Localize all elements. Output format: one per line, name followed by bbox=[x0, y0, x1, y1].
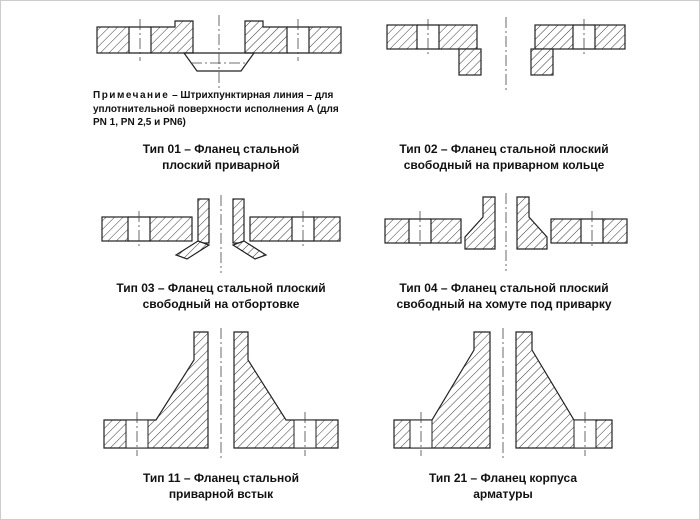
figure-type-11 bbox=[96, 326, 346, 464]
caption-line: Тип 04 – Фланец стальной плоский bbox=[399, 281, 609, 295]
figure-type-04 bbox=[379, 191, 634, 275]
caption-line: Тип 11 – Фланец стальной bbox=[143, 471, 299, 485]
flange-section-type-11-drawing bbox=[103, 328, 339, 460]
caption-line: свободный на хомуте под приварку bbox=[396, 297, 612, 312]
caption-type-04: Тип 04 – Фланец стальной плоский свободн… bbox=[369, 280, 639, 312]
caption-line: свободный на отбортовке bbox=[142, 297, 300, 312]
caption-line: Тип 03 – Фланец стальной плоский bbox=[116, 281, 326, 295]
flange-section-type-21-drawing bbox=[393, 328, 613, 460]
flange-section-type-04-drawing bbox=[384, 193, 628, 271]
figure-type-02 bbox=[381, 15, 631, 95]
flange-section-type-01-drawing bbox=[96, 15, 342, 89]
flange-section-type-02-drawing bbox=[386, 17, 626, 91]
figure-type-21 bbox=[386, 326, 621, 464]
caption-type-21: Тип 21 – Фланец корпуса арматуры bbox=[373, 470, 633, 502]
caption-line: Тип 01 – Фланец стальной bbox=[142, 142, 300, 156]
figure-type-01 bbox=[89, 13, 349, 93]
caption-line: Тип 21 – Фланец корпуса bbox=[428, 471, 578, 485]
note-label: Примечание bbox=[93, 90, 170, 101]
caption-type-11: Тип 11 – Фланец стальной приварной встык bbox=[91, 470, 351, 502]
caption-type-02: Тип 02 – Фланец стальной плоский свободн… bbox=[371, 141, 637, 173]
figure-type-03 bbox=[96, 193, 346, 277]
caption-line: арматуры bbox=[473, 487, 533, 502]
note-text: – Штрихпунктирная линия – для уплотнител… bbox=[93, 90, 339, 128]
caption-type-03: Тип 03 – Фланец стальной плоский свободн… bbox=[91, 280, 351, 312]
caption-line: приварной встык bbox=[168, 487, 274, 502]
flange-section-type-03-drawing bbox=[101, 195, 341, 273]
caption-line: Тип 02 – Фланец стальной плоский bbox=[399, 142, 609, 156]
caption-line: свободный на приварном кольце bbox=[403, 158, 605, 173]
note: Примечание – Штрихпунктирная линия – для… bbox=[93, 89, 351, 130]
caption-line: плоский приварной bbox=[162, 158, 280, 173]
caption-type-01: Тип 01 – Фланец стальной плоский приварн… bbox=[91, 141, 351, 173]
